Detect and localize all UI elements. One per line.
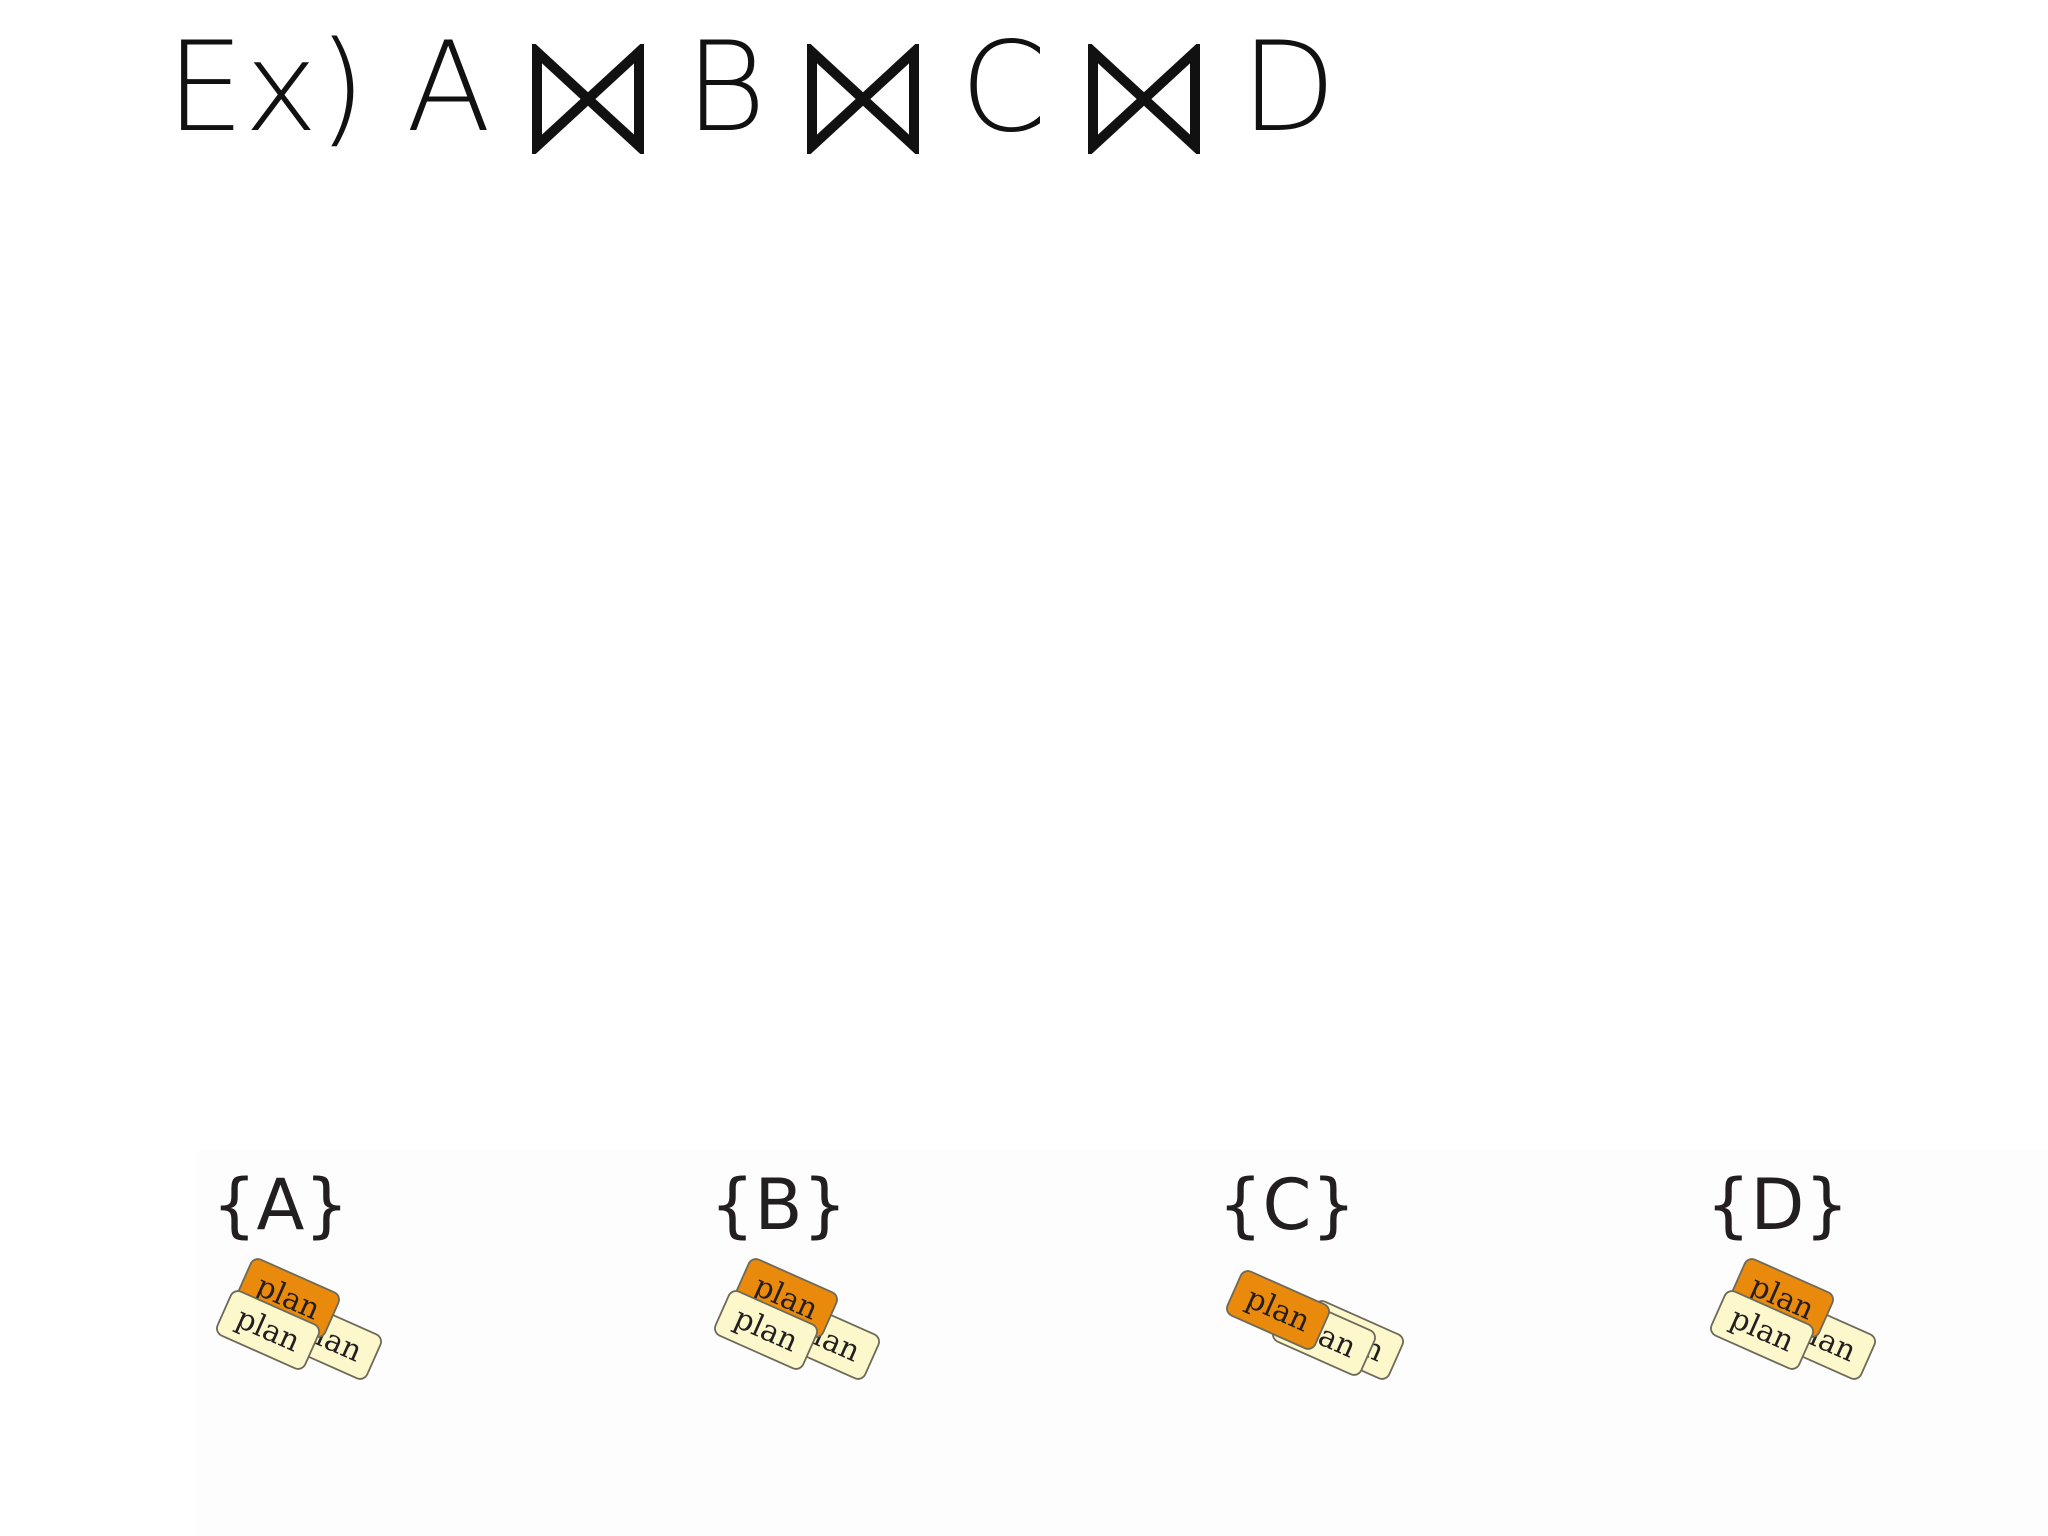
- bowtie-join-icon: [806, 44, 920, 154]
- bowtie-join-icon: [531, 44, 645, 154]
- query-title: Ex) A B C D: [166, 8, 1336, 168]
- bowtie-join-icon: [1087, 44, 1201, 154]
- relation-set-label: {B}: [710, 1164, 848, 1246]
- relation-set-label: {C}: [1218, 1164, 1356, 1246]
- relation-c: C: [960, 16, 1047, 160]
- relation-d: D: [1240, 16, 1337, 160]
- relation-b: B: [684, 16, 767, 160]
- relation-a: A: [406, 16, 491, 160]
- example-prefix: Ex): [166, 16, 367, 160]
- relation-set-label: {A}: [212, 1164, 349, 1246]
- relation-set-label: {D}: [1706, 1164, 1849, 1246]
